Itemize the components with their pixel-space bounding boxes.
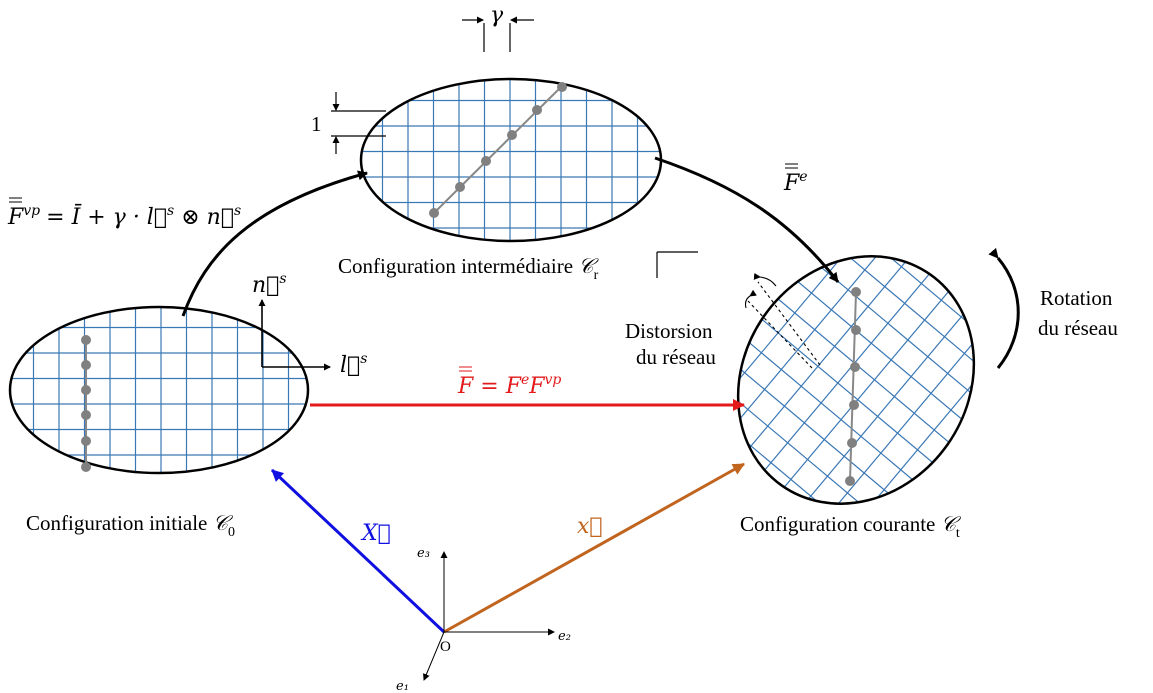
unit-label: 1 [311,112,322,136]
unit-dimension [331,92,386,154]
plastic-map-arrow [181,170,368,317]
slip-direction-label: l⃗s [340,351,367,378]
svg-text:Fe: Fe [783,169,808,196]
svg-text:F = FeFvp: F = FeFvp [457,372,561,399]
current-ellipse [736,255,976,505]
reference-frame: e₃ e₂ e₁ O [396,546,571,693]
e3-label: e₃ [417,546,430,561]
initial-ellipse [8,305,310,475]
intermediate-configuration-label: Configuration intermédiaire 𝒞r [338,254,599,283]
initial-configuration: n⃗s l⃗s Configuration initiale 𝒞0 [8,271,367,540]
total-gradient-label: F = FeFvp [457,366,561,399]
x-vector-label: x⃗ [577,514,603,539]
elastic-map-arrow [654,156,840,283]
rotation-label-line1: Rotation [1040,286,1113,310]
intermediate-configuration: γ 1 Configuration intermédiaire 𝒞r [311,3,698,283]
initial-atoms [81,335,91,472]
x-vector-arrow [443,462,745,634]
e1-axis [423,631,445,681]
X-vector-label: X⃗ [360,521,391,546]
distortion-label-line2: du réseau [636,345,716,369]
current-configuration-label: Configuration courante 𝒞t [740,512,962,541]
gamma-dimension [462,16,534,52]
origin-label: O [440,639,451,655]
intermediate-lattice-grid [361,79,661,241]
e2-label: e₂ [558,629,571,644]
intermediate-ellipse [359,77,663,243]
distortion-label-line1: Distorsion [625,319,713,343]
elastic-gradient-label: Fe [783,163,808,196]
gamma-label: γ [490,3,504,28]
rotation-arrow [988,247,1020,369]
distortion-indicator [744,272,821,369]
current-atoms [845,287,861,486]
rotation-label-line2: du réseau [1038,316,1118,340]
initial-configuration-label: Configuration initiale 𝒞0 [26,511,235,540]
X-vector-arrow [270,468,446,634]
e1-label: e₁ [396,679,409,693]
svg-text:Fvp= Ī + γ · l⃗s ⊗ n⃗s: Fvp= Ī + γ · l⃗s ⊗ n⃗s [7,203,241,230]
plastic-gradient-label: Fvp= Ī + γ · l⃗s ⊗ n⃗s [7,197,241,230]
intermediate-atoms [429,82,567,218]
initial-lattice-grid [10,307,308,473]
slip-normal-label: n⃗s [252,271,287,298]
current-configuration: Distorsion du réseau Rotation du réseau … [625,210,1118,550]
